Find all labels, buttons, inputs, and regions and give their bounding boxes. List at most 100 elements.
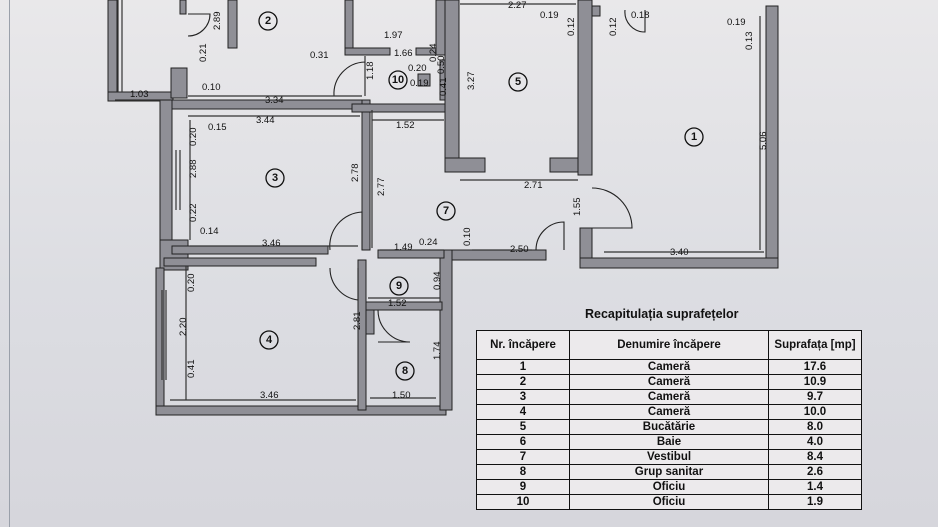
header-room-name: Denumire încăpere	[569, 330, 769, 360]
dim-label: 2.27	[508, 0, 527, 11]
dim-label: 0.13	[744, 32, 755, 51]
page-margin-line	[9, 0, 10, 527]
dim-label: 0.19	[410, 78, 429, 89]
dim-label: 5.06	[758, 132, 769, 151]
dim-label: 2.81	[352, 312, 363, 331]
room-markers: 1 2 3 4 5 7 8 9 10	[258, 11, 704, 381]
cell-number: 2	[476, 374, 570, 390]
dim-label: 1.49	[394, 242, 413, 253]
windows	[115, 0, 181, 380]
dim-label: 0.14	[200, 226, 219, 237]
area-summary-table: Nr. încăpere Denumire încăpere Suprafața…	[476, 330, 862, 510]
cell-name: Cameră	[569, 374, 769, 390]
room-9-label: 9	[396, 280, 402, 292]
dim-label: 2.78	[350, 164, 361, 183]
dim-label: 0.20	[188, 128, 199, 147]
dim-label: 0.31	[310, 50, 329, 61]
cell-number: 5	[476, 419, 570, 435]
dim-label: 0.41	[438, 78, 449, 97]
dim-label: 3.27	[466, 72, 477, 91]
dim-label: 0.24	[419, 237, 438, 248]
cell-area: 9.7	[768, 389, 862, 405]
dim-label: 0.24	[428, 44, 439, 63]
doors	[187, 9, 646, 343]
cell-name: Cameră	[569, 404, 769, 420]
room-5-label: 5	[515, 76, 521, 88]
cell-number: 9	[476, 479, 570, 495]
area-table-title: Recapitulația suprafețelor	[585, 307, 739, 321]
dim-label: 3.44	[256, 115, 275, 126]
dim-label: 3.40	[670, 247, 689, 258]
cell-number: 6	[476, 434, 570, 450]
dim-label: 1.97	[384, 30, 403, 41]
dim-label: 0.94	[432, 272, 443, 291]
dim-label: 0.20	[186, 274, 197, 293]
cell-number: 3	[476, 389, 570, 405]
dim-label: 1.74	[432, 342, 443, 361]
dim-label: 1.52	[388, 298, 407, 309]
dim-label: 0.18	[631, 10, 650, 21]
dimension-lines	[170, 3, 764, 401]
table-header-row: Nr. încăpere Denumire încăpere Suprafața…	[476, 330, 862, 360]
room-7-label: 7	[443, 205, 449, 217]
cell-name: Cameră	[569, 359, 769, 375]
dim-label: 2.89	[212, 12, 223, 31]
dim-label: 0.10	[202, 82, 221, 93]
cell-number: 4	[476, 404, 570, 420]
cell-name: Vestibul	[569, 449, 769, 465]
room-4-label: 4	[266, 334, 273, 346]
dim-label: 0.10	[462, 228, 473, 247]
dim-label: 0.22	[188, 204, 199, 223]
header-area: Suprafața [mp]	[768, 330, 862, 360]
dim-label: 0.12	[608, 18, 619, 37]
dim-label: 1.55	[572, 198, 583, 217]
dim-label: 0.21	[198, 44, 209, 63]
room-8-label: 8	[402, 365, 408, 377]
dim-label: 2.71	[524, 180, 543, 191]
dim-label: 0.19	[540, 10, 559, 21]
dim-label: 2.20	[178, 318, 189, 337]
dim-label: 0.50	[436, 56, 447, 75]
dim-label: 2.77	[376, 178, 387, 197]
cell-area: 4.0	[768, 434, 862, 450]
dim-label: 2.88	[188, 160, 199, 179]
dim-label: 1.52	[396, 120, 415, 131]
dim-label: 0.41	[186, 360, 197, 379]
dim-label: 0.20	[408, 63, 427, 74]
room-2-label: 2	[265, 15, 271, 27]
dim-label: 1.66	[394, 48, 413, 59]
room-10-label: 10	[392, 74, 404, 86]
dimension-labels: 2.89 0.21 0.10 1.03 3.34 1.97 1.66 0.31 …	[130, 0, 769, 401]
dim-label: 3.46	[262, 238, 281, 249]
cell-area: 10.0	[768, 404, 862, 420]
dim-label: 1.18	[365, 62, 376, 81]
cell-number: 10	[476, 494, 570, 510]
cell-number: 7	[476, 449, 570, 465]
cell-area: 8.0	[768, 419, 862, 435]
room-3-label: 3	[272, 172, 278, 184]
cell-area: 10.9	[768, 374, 862, 390]
cell-number: 1	[476, 359, 570, 375]
dim-label: 3.46	[260, 390, 279, 401]
dim-label: 0.15	[208, 122, 227, 133]
cell-name: Cameră	[569, 389, 769, 405]
dim-label: 0.19	[727, 17, 746, 28]
cell-area: 17.6	[768, 359, 862, 375]
cell-name: Baie	[569, 434, 769, 450]
cell-number: 8	[476, 464, 570, 480]
cell-area: 2.6	[768, 464, 862, 480]
dim-label: 1.03	[130, 89, 149, 100]
walls	[107, 0, 779, 416]
cell-area: 1.9	[768, 494, 862, 510]
cell-name: Grup sanitar	[569, 464, 769, 480]
header-room-number: Nr. încăpere	[476, 330, 570, 360]
